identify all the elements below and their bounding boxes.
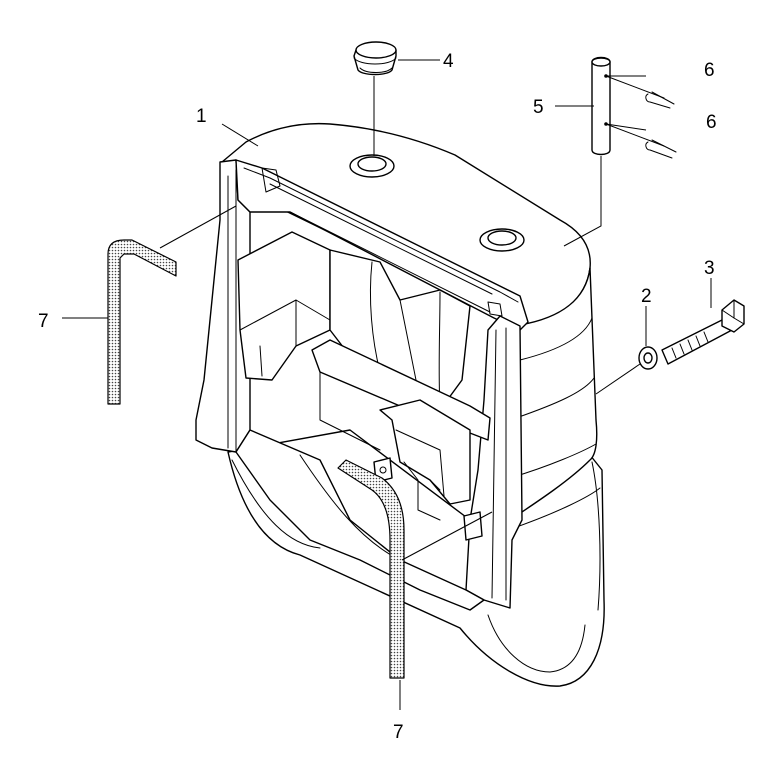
hairpin-clip-upper — [605, 75, 675, 109]
filler-neck-boss — [349, 154, 395, 178]
fuel-tank — [195, 122, 605, 687]
callout-6a: 6 — [704, 60, 715, 81]
hairpin-clip-lower — [605, 123, 677, 159]
pin — [591, 56, 611, 156]
callout-5: 5 — [533, 97, 544, 118]
vent-boss — [479, 228, 525, 252]
callout-2: 2 — [641, 286, 652, 307]
fuel-cap — [353, 41, 397, 76]
callout-7b: 7 — [393, 722, 404, 743]
callout-1: 1 — [196, 106, 207, 127]
callout-4: 4 — [443, 51, 454, 72]
hex-key-left — [107, 239, 177, 405]
bolt — [661, 299, 745, 365]
callout-7a: 7 — [38, 311, 49, 332]
callout-3: 3 — [704, 258, 715, 279]
callout-6b: 6 — [706, 112, 717, 133]
washer — [638, 346, 658, 370]
hex-key-lower — [337, 459, 405, 679]
